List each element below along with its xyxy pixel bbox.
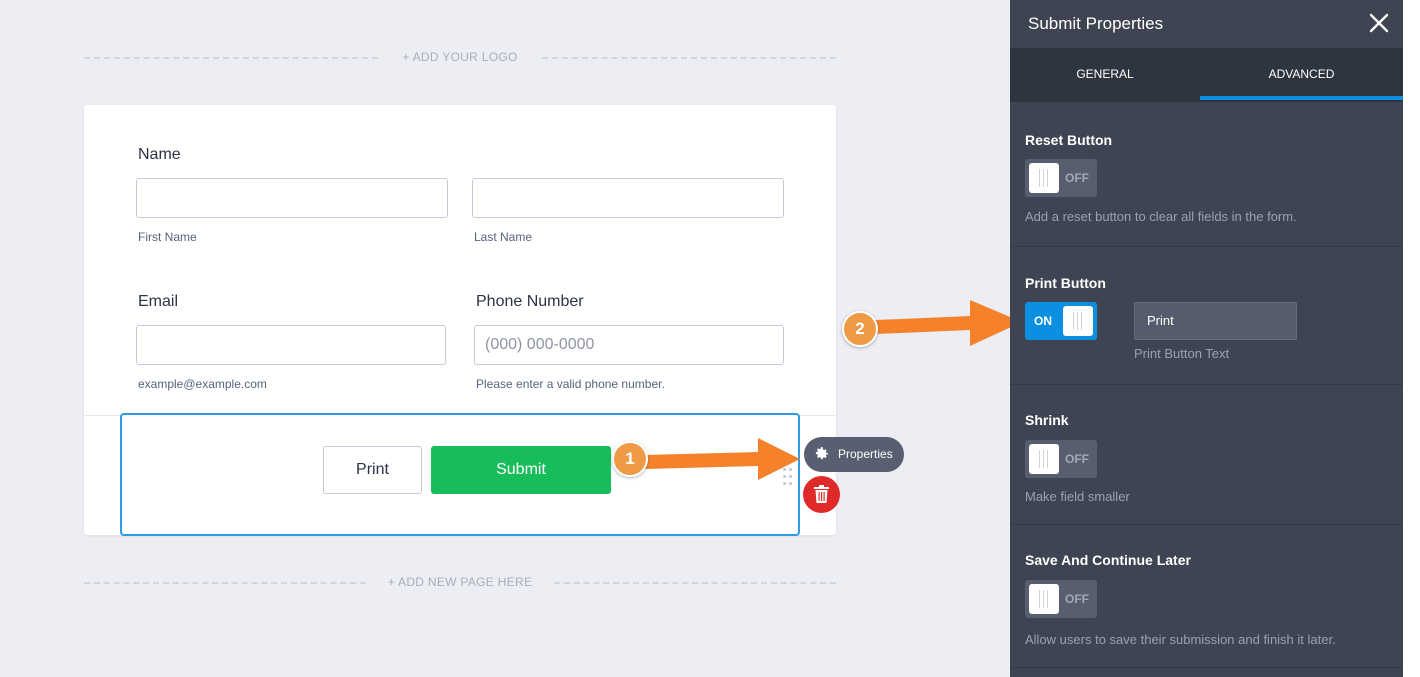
divider — [554, 582, 836, 584]
email-sublabel: example@example.com — [138, 377, 267, 391]
active-tab-indicator — [1200, 96, 1403, 100]
phone-sublabel: Please enter a valid phone number. — [476, 377, 665, 391]
add-page-link[interactable]: + ADD NEW PAGE HERE — [387, 575, 533, 589]
divider — [542, 57, 836, 59]
divider — [84, 57, 378, 59]
shrink-toggle[interactable]: OFF — [1025, 440, 1097, 478]
toggle-state: ON — [1034, 314, 1052, 328]
drag-handle-icon[interactable] — [781, 466, 795, 486]
email-label: Email — [138, 293, 179, 310]
toggle-knob — [1063, 306, 1093, 336]
add-page-row[interactable]: + ADD NEW PAGE HERE — [84, 573, 836, 591]
toggle-knob — [1029, 584, 1059, 614]
save-continue-description: Allow users to save their submission and… — [1025, 632, 1336, 647]
toggle-state: OFF — [1065, 592, 1089, 606]
shrink-title: Shrink — [1025, 412, 1069, 428]
phone-label: Phone Number — [476, 293, 584, 310]
close-icon — [1369, 13, 1389, 33]
save-continue-section: Save And Continue Later OFF Allow users … — [1010, 525, 1403, 668]
submit-button[interactable]: Submit — [431, 446, 611, 494]
print-button-toggle[interactable]: ON — [1025, 302, 1097, 340]
print-button-text-label: Print Button Text — [1134, 346, 1230, 361]
callout-arrow-2 — [876, 300, 1022, 346]
print-button-text-input[interactable]: Print — [1134, 302, 1297, 340]
save-continue-toggle[interactable]: OFF — [1025, 580, 1097, 618]
reset-button-description: Add a reset button to clear all fields i… — [1025, 209, 1297, 224]
print-button-title: Print Button — [1025, 275, 1106, 291]
tab-general[interactable]: GENERAL — [1076, 67, 1134, 81]
delete-field-button[interactable] — [803, 476, 840, 513]
last-name-input[interactable] — [472, 178, 784, 218]
last-name-sublabel: Last Name — [474, 230, 533, 244]
tab-advanced[interactable]: ADVANCED — [1268, 67, 1335, 81]
divider — [84, 582, 366, 584]
reset-button-toggle[interactable]: OFF — [1025, 159, 1097, 197]
trash-icon — [814, 485, 829, 503]
reset-button-section: Reset Button OFF Add a reset button to c… — [1010, 102, 1403, 247]
phone-field[interactable]: (000) 000-0000 — [474, 325, 784, 365]
properties-button[interactable]: Properties — [804, 437, 904, 472]
gear-icon — [815, 447, 828, 460]
first-name-input[interactable] — [136, 178, 448, 218]
print-button[interactable]: Print — [323, 446, 422, 494]
reset-button-title: Reset Button — [1025, 132, 1113, 148]
email-field[interactable] — [136, 325, 446, 365]
toggle-state: OFF — [1065, 452, 1089, 466]
save-continue-title: Save And Continue Later — [1025, 552, 1191, 568]
panel-title: Submit Properties — [1028, 14, 1164, 33]
panel-scrollbar[interactable] — [1403, 0, 1420, 677]
toggle-knob — [1029, 163, 1059, 193]
name-label: Name — [138, 146, 181, 163]
shrink-section: Shrink OFF Make field smaller — [1010, 385, 1403, 525]
print-button-section: Print Button ON — [1010, 247, 1403, 385]
panel-tabs: GENERAL ADVANCED — [1010, 48, 1403, 102]
shrink-description: Make field smaller — [1025, 489, 1130, 504]
callout-badge-2: 2 — [842, 311, 878, 347]
form-card: Name First Name Last Name Email Phone Nu… — [84, 105, 836, 535]
callout-badge-1: 1 — [612, 441, 648, 477]
close-panel-button[interactable] — [1368, 12, 1390, 34]
add-logo-link[interactable]: + ADD YOUR LOGO — [402, 50, 518, 64]
panel-header: Submit Properties — [1010, 0, 1403, 48]
toggle-state: OFF — [1065, 171, 1089, 185]
first-name-sublabel: First Name — [138, 230, 197, 244]
properties-panel: Submit Properties GENERAL ADVANCED Reset… — [1010, 0, 1403, 677]
submit-field-selected[interactable]: Print Submit — [120, 413, 800, 536]
toggle-knob — [1029, 444, 1059, 474]
add-logo-row[interactable]: + ADD YOUR LOGO — [84, 48, 836, 66]
properties-label: Properties — [838, 447, 893, 461]
